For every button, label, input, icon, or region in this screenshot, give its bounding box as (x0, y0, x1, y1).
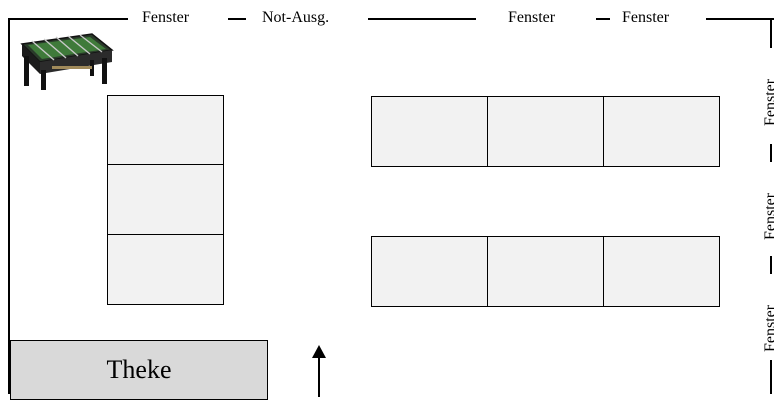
table-bottom-2 (487, 236, 605, 307)
table-top-1 (371, 96, 489, 167)
wall-right-segment-1 (770, 18, 772, 48)
window-label-right-1: Fenster (762, 78, 774, 126)
foosball-table-icon (20, 33, 114, 90)
window-label-top-2: Fenster (508, 9, 556, 27)
wall-top-segment-1 (8, 18, 128, 20)
counter: Theke (10, 340, 268, 400)
wall-top-segment-4 (596, 18, 610, 20)
window-label-right-2: Fenster (762, 192, 774, 240)
table-left-3 (107, 234, 224, 305)
wall-left (8, 18, 10, 394)
counter-label: Theke (106, 355, 172, 384)
table-top-2 (487, 96, 605, 167)
table-bottom-1 (371, 236, 489, 307)
table-left-2 (107, 164, 224, 236)
window-label-top-1: Fenster (142, 9, 190, 27)
table-left-1 (107, 95, 224, 166)
table-bottom-3 (603, 236, 720, 307)
wall-top-segment-2 (228, 18, 246, 20)
table-top-3 (603, 96, 720, 167)
wall-top-segment-3 (368, 18, 476, 20)
window-label-top-3: Fenster (622, 9, 670, 27)
entrance-arrow (318, 357, 320, 397)
wall-right-segment-4 (770, 360, 772, 394)
wall-top-segment-5 (706, 18, 774, 20)
entrance-arrow-head (312, 345, 326, 358)
wall-right-segment-2 (770, 144, 772, 162)
window-label-right-3: Fenster (762, 304, 774, 352)
emergency-exit-label: Not-Ausg. (262, 9, 330, 27)
wall-right-segment-3 (770, 256, 772, 274)
